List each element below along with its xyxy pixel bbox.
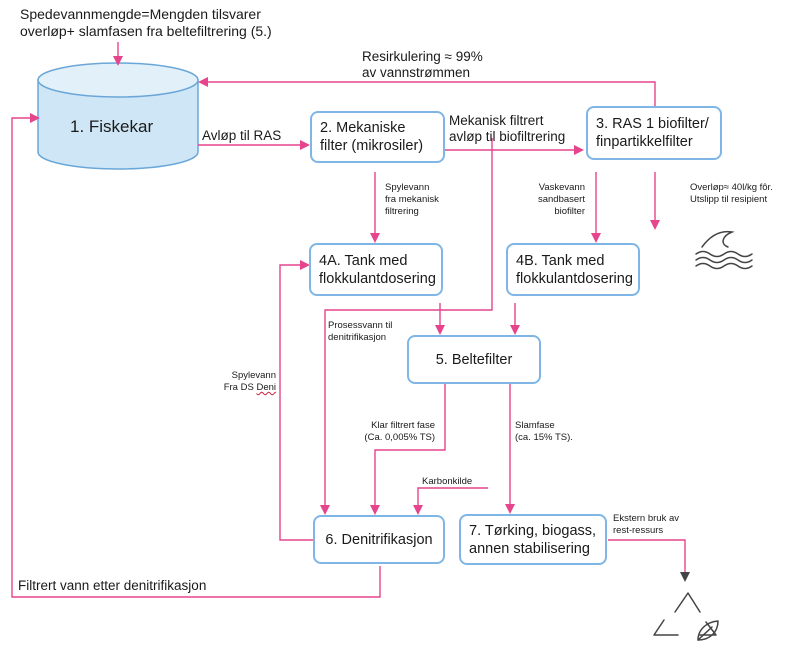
box-ras-biofilter-label: 3. RAS 1 biofilter/ finpartikkelfilter <box>596 116 709 150</box>
label-recirculation: Resirkulering ≈ 99% av vannstrømmen <box>362 49 483 80</box>
recycle-leaf-icon <box>653 592 719 641</box>
box-ras-biofilter[interactable]: 3. RAS 1 biofilter/ finpartikkelfilter <box>586 106 722 160</box>
box-tank-4b[interactable]: 4B. Tank med flokkulantdosering <box>506 243 640 296</box>
box-mechanical-filter[interactable]: 2. Mekaniske filter (mikrosiler) <box>310 111 445 163</box>
arrow-recirculation <box>198 77 656 107</box>
arrow-flush-water <box>279 260 313 541</box>
label-external-use: Ekstern bruk av rest-ressurs <box>613 513 679 536</box>
label-mechanically-filtered: Mekanisk filtrert avløp til biofiltrerin… <box>449 113 566 144</box>
label-clear-phase: Klar filtrert fase (Ca. 0,005% TS) <box>364 420 435 443</box>
label-process-water: Prosessvann til denitrifikasjon <box>328 320 393 343</box>
box-torking[interactable]: 7. Tørking, biogass, annen stabilisering <box>459 514 607 565</box>
label-flush-water-ds-deni: Deni <box>256 382 276 393</box>
label-wash-water: Vaskevann sandbasert biofilter <box>537 182 585 217</box>
waves-icon <box>695 230 753 270</box>
box-torking-label: 7. Tørking, biogass, annen stabilisering <box>469 522 597 557</box>
label-flush-water-ds-text: Spylevann Fra DS <box>223 370 276 393</box>
flow-arrows <box>11 42 690 598</box>
box-mechanical-filter-label: 2. Mekaniske filter (mikrosiler) <box>320 120 424 154</box>
box-beltefilter-label: 5. Beltefilter <box>435 351 513 368</box>
fish-tank <box>37 62 199 170</box>
arrow-external-use <box>608 539 690 582</box>
label-filtered-water: Filtrert vann etter denitrifikasjon <box>18 578 207 593</box>
box-denitrifikasjon-label: 6. Denitrifikasjon <box>325 531 433 548</box>
arrow-clear-phase <box>370 384 446 515</box>
arrow-filtered-water <box>11 113 381 598</box>
label-carbon-source: Karbonkilde <box>422 476 473 487</box>
box-tank-4a[interactable]: 4A. Tank med flokkulantdosering <box>309 243 443 296</box>
label-avlop-ras: Avløp til RAS <box>202 128 282 143</box>
box-tank-4a-label: 4A. Tank med flokkulantdosering <box>319 252 436 287</box>
label-flush-water-ds: Spylevann Fra DS Deni <box>190 370 276 394</box>
tank-label: 1. Fiskekar <box>70 117 154 136</box>
make-up-water-note: Spedevannmengde=Mengden tilsvarer overlø… <box>20 6 272 39</box>
box-tank-4b-label: 4B. Tank med flokkulantdosering <box>516 252 633 287</box>
arrow-carbon-source <box>413 487 488 515</box>
label-overflow: Overløp≈ 40l/kg fôr. Utslipp til resipie… <box>690 182 773 205</box>
label-flush-water-mech: Spylevann fra mekanisk filtrering <box>385 182 439 217</box>
box-denitrifikasjon[interactable]: 6. Denitrifikasjon <box>313 515 445 564</box>
arrow-process-water <box>320 138 493 515</box>
label-sludge-phase: Slamfase (ca. 15% TS). <box>515 420 573 443</box>
box-beltefilter[interactable]: 5. Beltefilter <box>407 335 541 384</box>
